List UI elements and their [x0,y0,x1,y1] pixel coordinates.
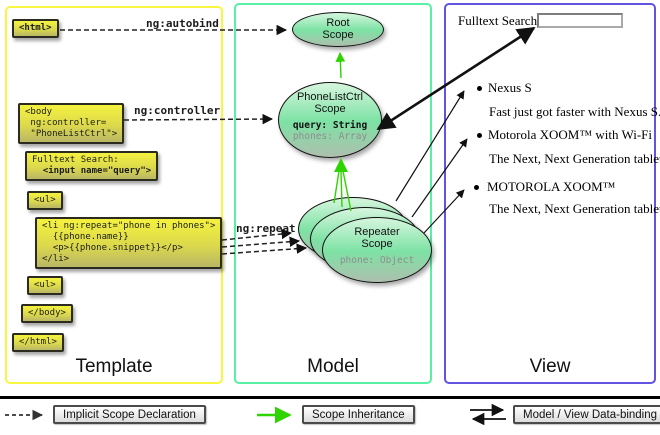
code-line: {{phone.name}} [42,232,129,242]
bullet-dot [474,185,479,190]
scope-title: Scope [361,238,393,250]
code-box-fulltext-search: Fulltext Search: <input name="query"> [25,151,159,181]
view-item-title: Nexus S [488,80,532,95]
legend-separator-line [0,396,660,399]
root-scope-ellipse: Root Scope [292,12,384,47]
code-box-body-close: </body> [21,304,73,323]
scope-property: query: String [292,120,368,131]
code-line: </body> [28,308,66,318]
code-box-ul-open-2: <ul> [27,276,63,295]
scope-title: Repeater [354,226,400,238]
view-item-title: Motorola XOOM™ with Wi-Fi [488,127,653,142]
scope-property: phone: Object [339,255,415,266]
ng-repeat-label: ng:repeat [236,222,296,235]
legend-implicit-scope-declaration: Implicit Scope Declaration [53,405,206,424]
code-line: <ul> [34,280,56,290]
code-line: "PhoneListCtrl"> [25,129,118,139]
code-line: ng:controller= [25,118,107,128]
repeater-scope-ellipse: Repeater Scope phone: Object [322,217,432,283]
code-line: <input name="query"> [32,166,152,176]
code-line: </html> [19,337,57,347]
view-column-label: View [529,356,571,377]
code-line: <li ng:repeat="phone in phones"> [42,221,216,231]
scope-property: phones: Array [292,131,368,142]
bullet-dot [477,86,482,91]
code-box-html-open: <html> [12,19,59,38]
view-item-title: MOTOROLA XOOM™ [487,179,616,194]
ng-controller-label: ng:controller [134,104,221,117]
legend-model-view-databinding: Model / View Data-binding [513,405,660,424]
phonelistctrl-scope-ellipse: PhoneListCtrl Scope query: String phones… [278,82,382,158]
code-line: Fulltext Search: [32,155,119,165]
legend-scope-inheritance: Scope Inheritance [302,405,415,424]
code-box-li-repeat: <li ng:repeat="phone in phones"> {{phone… [35,217,223,269]
scope-title: PhoneListCtrl [296,91,364,103]
fulltext-search-label: Fulltext Search: [458,13,541,28]
view-item-snippet: The Next, Next Generation tablet. [489,151,660,166]
template-column-label: Template [75,356,153,377]
model-column-label: Model [307,356,359,377]
code-box-html-close: </html> [12,333,64,352]
scope-title: Scope [314,103,346,115]
code-box-body-open: <body ng:controller= "PhoneListCtrl"> [18,103,125,144]
bullet-dot [477,133,482,138]
scope-title: Scope [322,29,354,41]
code-line: <ul> [34,195,56,205]
fulltext-search-input[interactable] [537,13,623,28]
ng-autobind-label: ng:autobind [146,17,219,30]
code-line: <html> [19,23,52,33]
view-item-snippet: Fast just got faster with Nexus S. [489,104,660,119]
code-line: <p>{{phone.snippet}}</p> [42,243,183,253]
code-line: <body [25,107,53,117]
model-column: Model [234,3,432,384]
code-box-ul-open: <ul> [27,191,63,210]
scope-title: Root [326,17,350,29]
legend-double-arrow [470,403,506,426]
view-item-snippet: The Next, Next Generation tablet. [489,201,660,216]
code-line: </li> [42,254,70,264]
